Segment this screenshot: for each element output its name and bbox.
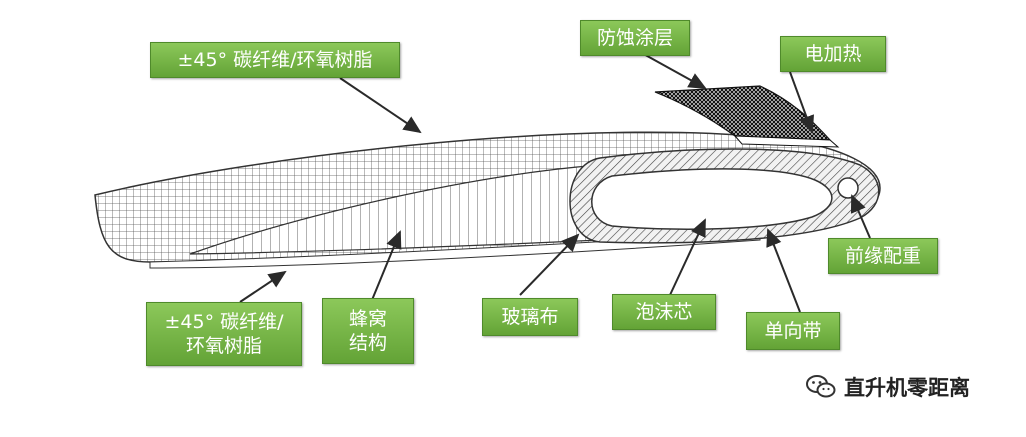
leader-erosion: [639, 51, 707, 89]
leading-edge-weight: [837, 177, 859, 199]
label-erosion-coating: 防蚀涂层: [580, 20, 690, 56]
leader-glass: [519, 233, 580, 296]
foam-core: [591, 168, 833, 230]
leader-bottom-skin: [239, 270, 287, 303]
label-unidirectional-tape: 单向带: [746, 312, 840, 350]
watermark: 直升机零距离: [806, 372, 970, 402]
label-foam-core: 泡沫芯: [612, 294, 716, 330]
leader-foam: [669, 218, 706, 296]
watermark-text: 直升机零距离: [844, 376, 970, 400]
wechat-icon: [806, 375, 836, 398]
heating-layer: [733, 135, 840, 148]
leader-heating: [789, 71, 815, 134]
leader-weight: [850, 194, 871, 239]
label-glass-cloth: 玻璃布: [482, 298, 578, 336]
leader-ud: [766, 228, 801, 313]
label-honeycomb: 蜂窝 结构: [322, 298, 414, 364]
label-electric-heating: 电加热: [780, 36, 886, 72]
leader-honeycomb: [371, 230, 402, 301]
label-leading-edge-weight: 前缘配重: [828, 238, 938, 274]
label-bottom-skin: ±45° 碳纤维/ 环氧树脂: [146, 302, 302, 366]
leader-top-skin: [339, 77, 422, 134]
lower-skin: [149, 231, 761, 269]
label-top-skin: ±45° 碳纤维/环氧树脂: [150, 42, 400, 78]
